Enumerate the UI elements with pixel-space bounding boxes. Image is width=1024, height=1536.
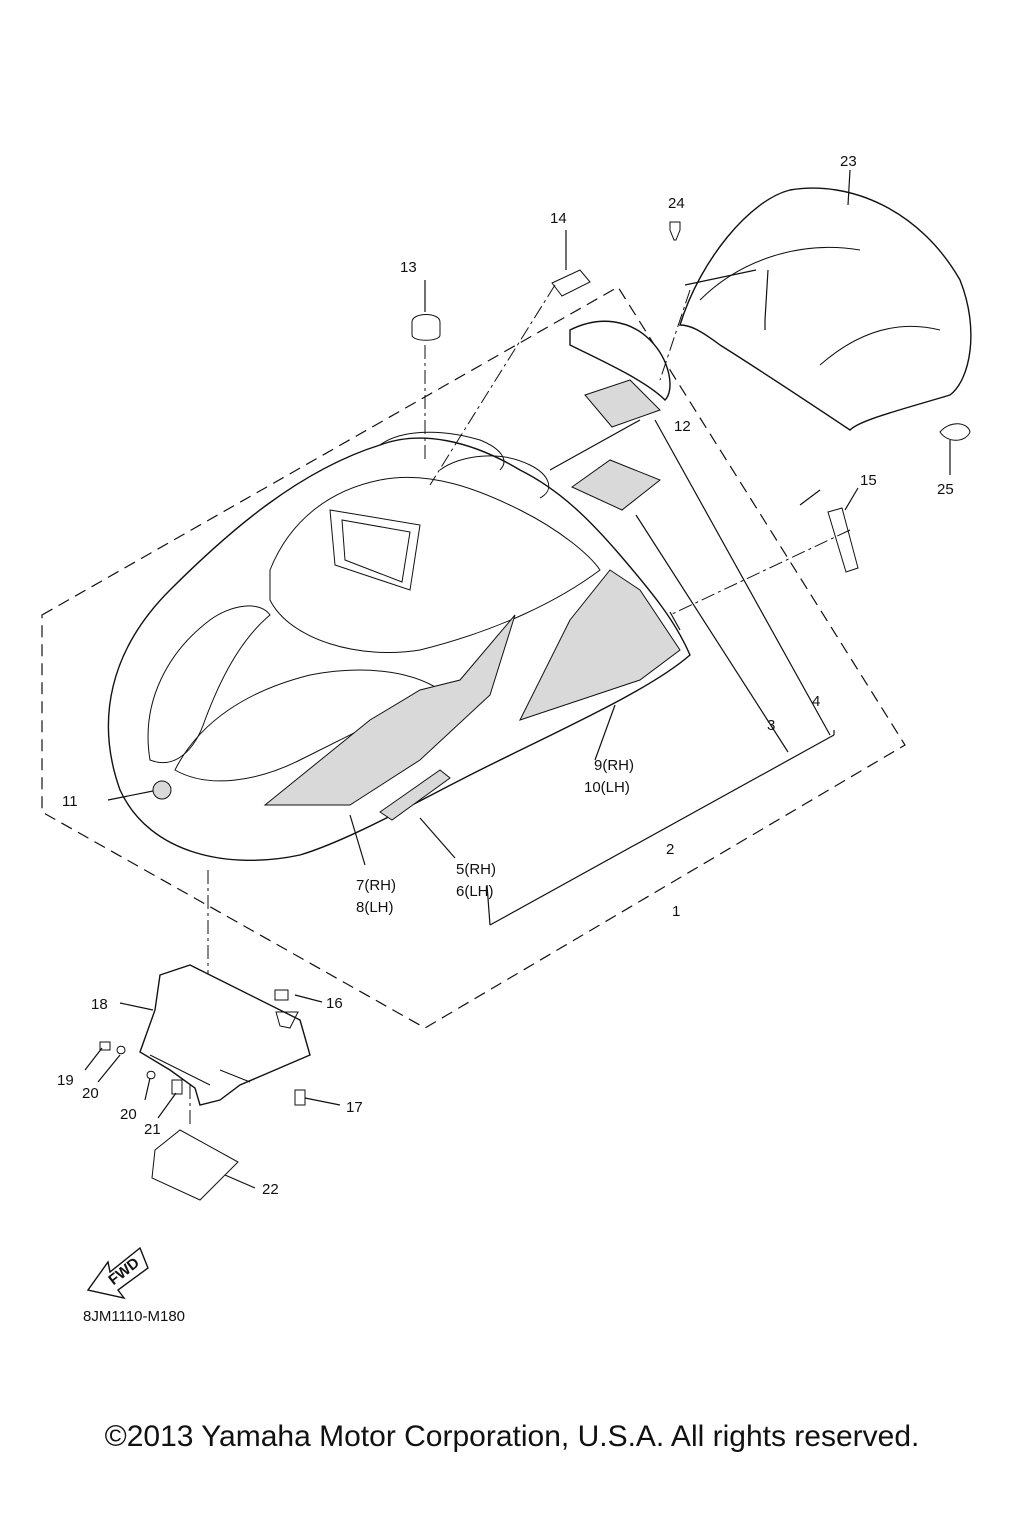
callout-24: 24	[668, 195, 685, 212]
part-16-bolt	[274, 989, 299, 1029]
callout-3: 3	[767, 717, 775, 734]
leader-lines	[107, 169, 951, 866]
callout-16: 16	[326, 995, 343, 1012]
callout-14: 14	[550, 210, 567, 227]
callout-4: 4	[812, 693, 820, 710]
part-13-grommet	[411, 314, 441, 341]
part-14-bracket	[551, 269, 591, 297]
visor	[569, 320, 671, 401]
callout-13: 13	[400, 259, 417, 276]
callout-9: 9(RH)	[594, 757, 634, 774]
emblem-11	[152, 780, 172, 800]
decal-3	[571, 459, 661, 511]
callout-21: 21	[144, 1121, 161, 1138]
callout-22: 22	[262, 1181, 279, 1198]
callout-1: 1	[672, 903, 680, 920]
callout-19: 19	[57, 1072, 74, 1089]
side-decal-9-10	[519, 569, 681, 721]
diagram-code: 8JM1110-M180	[83, 1308, 185, 1325]
callout-11: 11	[62, 793, 78, 810]
assembly-boundary	[41, 286, 906, 1029]
bracket-lines	[486, 419, 835, 926]
part-21-bolt	[171, 1079, 183, 1095]
side-decal-7-8	[263, 614, 516, 806]
callout-7: 7(RH)	[356, 877, 396, 894]
part-25-cap	[939, 423, 971, 441]
callout-18: 18	[91, 996, 108, 1013]
callout-17: 17	[346, 1099, 363, 1116]
side-decal-5-6	[379, 769, 451, 821]
part-20-washer	[116, 1045, 156, 1080]
callout-12: 12	[674, 418, 691, 435]
callout-25: 25	[937, 481, 954, 498]
part-19-nut	[99, 1041, 111, 1051]
callout-labels: 1 2 3 4 5(RH) 6(LH) 7(RH) 8(LH) 9(RH) 10…	[57, 153, 954, 1198]
windshield	[679, 187, 972, 431]
part-22-pad	[151, 1129, 239, 1201]
part-24-screw	[669, 221, 681, 241]
callout-15: 15	[860, 472, 877, 489]
callout-2: 2	[666, 841, 674, 858]
callout-6: 6(LH)	[456, 883, 494, 900]
callout-8: 8(LH)	[356, 899, 394, 916]
callout-10: 10(LH)	[584, 779, 630, 796]
callout-5: 5(RH)	[456, 861, 496, 878]
center-lines	[189, 284, 851, 1125]
fwd-arrow-icon: FWD	[86, 1246, 149, 1300]
callout-20a: 20	[82, 1085, 99, 1102]
decal-12	[584, 379, 661, 428]
copyright-notice: ©2013 Yamaha Motor Corporation, U.S.A. A…	[104, 1420, 920, 1453]
part-17-clip	[294, 1089, 306, 1106]
lower-plate	[139, 964, 311, 1106]
callout-23: 23	[840, 153, 857, 170]
hood-body	[107, 431, 691, 861]
part-15-clip	[827, 507, 859, 573]
callout-20b: 20	[120, 1106, 137, 1123]
